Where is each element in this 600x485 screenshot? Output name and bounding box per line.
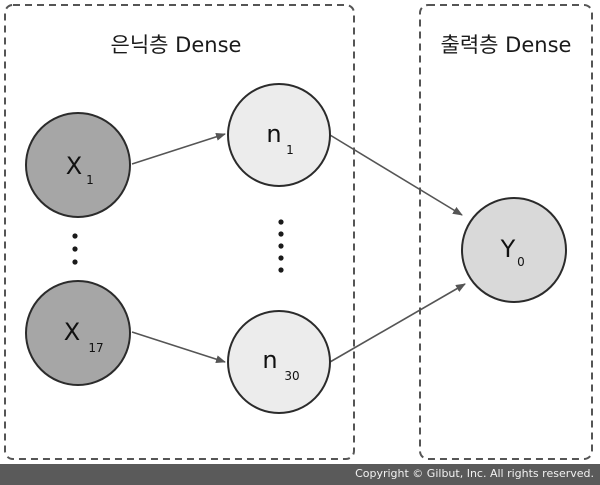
node-n30-subscript: 30 [284,369,299,383]
hidden-layer-title: 은닉층 Dense [111,33,242,57]
input-ellipsis [72,233,78,265]
node-x17-label: X [64,318,80,346]
node-y0-subscript: 0 [517,255,525,269]
output-layer-title: 출력층 Dense [441,33,572,57]
hidden-node-n30: n 30 [227,310,331,414]
node-x1-label: X [66,152,82,180]
edge-x17-n30 [131,331,226,364]
node-x17-subscript: 17 [88,341,103,355]
edge-n30-y0 [329,283,466,363]
edge-x1-n1 [131,132,226,165]
node-n1-subscript: 1 [286,143,294,157]
node-y0-label: Y [500,235,516,263]
output-node-y0: Y 0 [461,197,567,303]
edge-n1-y0 [329,134,463,216]
copyright-footer: Copyright © Gilbut, Inc. All rights rese… [0,464,600,485]
output-layer-panel [419,4,593,460]
input-node-x1: X 1 [25,112,131,218]
node-n30-label: n [262,346,277,374]
node-x1-subscript: 1 [86,173,94,187]
hidden-layer-panel [4,4,355,460]
hidden-node-n1: n 1 [227,83,331,187]
hidden-ellipsis [278,219,284,273]
input-node-x17: X 17 [25,280,131,386]
copyright-text: Copyright © Gilbut, Inc. All rights rese… [355,467,594,480]
node-n1-label: n [266,120,281,148]
